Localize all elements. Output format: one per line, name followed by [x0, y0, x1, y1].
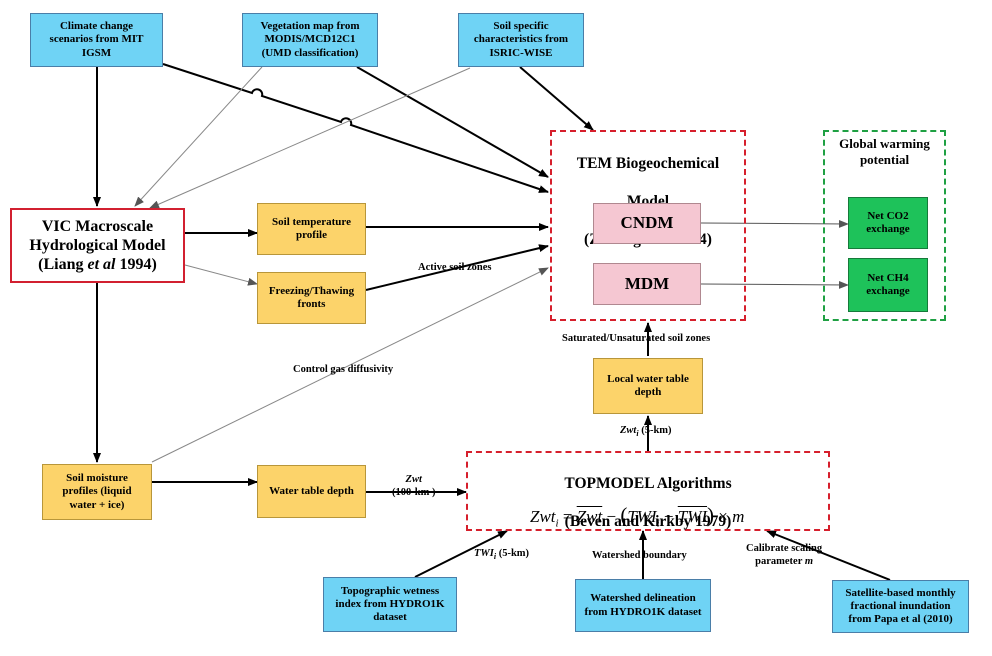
- vic-model-box: VIC Macroscale Hydrological Model (Liang…: [10, 208, 185, 283]
- soil-source-box: Soil specific characteristics from ISRIC…: [458, 13, 584, 67]
- vic-line2: Hydrological Model: [29, 236, 166, 254]
- control-gas-diffusivity-label: Control gas diffusivity: [293, 364, 394, 375]
- topmodel-title: TOPMODEL Algorithms (Beven and Kirkby 19…: [564, 474, 732, 530]
- mdm-box: MDM: [593, 263, 701, 305]
- freezing-thawing-box: Freezing/Thawing fronts: [257, 272, 366, 324]
- tem-model-container: [550, 130, 746, 321]
- twii-label: TWIi (5-km): [474, 548, 530, 562]
- topographic-index-box: Topographic wetness index from HYDRO1K d…: [323, 577, 457, 632]
- net-co2-box: Net CO2 exchange: [848, 197, 928, 249]
- vic-line3: (Liang et al 1994): [38, 256, 157, 274]
- soil-moisture-box: Soil moisture profiles (liquid water + i…: [42, 464, 152, 520]
- topmodel-container: [466, 451, 830, 531]
- arrow-vic-to-freezing: [184, 264, 258, 286]
- local-water-table-box: Local water table depth: [593, 358, 703, 414]
- arrow-soil-to-tem: [519, 66, 594, 131]
- zwti-label: Zwti (5-km): [620, 425, 672, 439]
- zwt-label: Zwt (100-km ): [392, 474, 436, 498]
- arrow-twi-to-topmodel: [414, 530, 508, 578]
- cndm-box: CNDM: [593, 203, 701, 244]
- vic-line1: VIC Macroscale: [41, 217, 154, 235]
- climate-source-box: Climate change scenarios from MIT IGSM: [30, 13, 163, 67]
- arrow-satellite-to-topmodel: [766, 530, 891, 581]
- saturated-zones-label: Saturated/Unsaturated soil zones: [562, 333, 711, 344]
- watershed-delineation-box: Watershed delineation from HYDRO1K datas…: [575, 579, 711, 632]
- arrow-soil-to-vic: [149, 67, 471, 209]
- satellite-inundation-box: Satellite-based monthly fractional inund…: [832, 580, 969, 633]
- calibrate-scaling-label: Calibrate scaling parameter m: [746, 543, 823, 567]
- arrow-soilmoisture-to-tem: [151, 267, 549, 463]
- arrow-climate-to-tem: [162, 63, 549, 193]
- arrow-vegetation-to-vic: [134, 66, 263, 207]
- gwp-container: [823, 130, 946, 321]
- net-ch4-box: Net CH4 exchange: [848, 258, 928, 312]
- arrow-vegetation-to-tem: [356, 66, 549, 178]
- vegetation-source-box: Vegetation map from MODIS/MCD12C1 (UMD c…: [242, 13, 378, 67]
- topmodel-equation: Zwti = Zwt − (TWIi − TWI) × m: [530, 503, 745, 530]
- soil-temperature-box: Soil temperature profile: [257, 203, 366, 255]
- water-table-depth-box: Water table depth: [257, 465, 366, 518]
- gwp-title: Global warming potential: [839, 136, 930, 167]
- arrow-freezing-to-tem: [365, 244, 549, 291]
- watershed-boundary-label: Watershed boundary: [592, 550, 687, 561]
- active-soil-zones-label: Active soil zones: [418, 262, 492, 273]
